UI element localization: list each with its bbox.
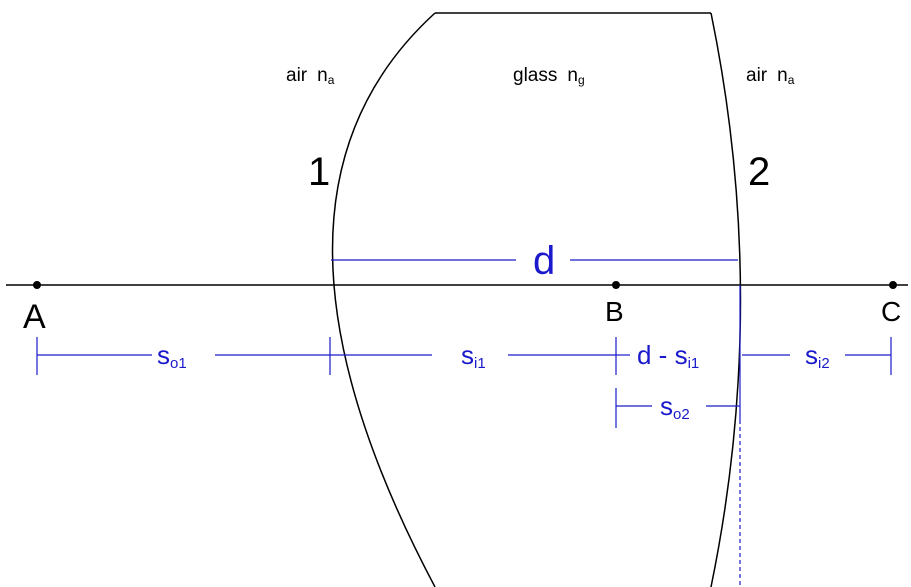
thickness-label: d (533, 239, 555, 283)
d-minus-si1-label: d - si1 (637, 340, 699, 372)
surface-1-label: 1 (308, 150, 330, 194)
si1-label: si1 (461, 340, 486, 372)
so1-label: so1 (157, 340, 187, 372)
point-c-label: C (881, 296, 901, 327)
lens-surface-2 (710, 12, 742, 587)
point-b-label: B (605, 296, 624, 327)
so2-label: so2 (660, 391, 690, 423)
point-a-dot (33, 281, 41, 289)
point-b-dot (612, 281, 620, 289)
si2-label: si2 (805, 340, 830, 372)
surface-2-label: 2 (748, 150, 770, 194)
lens-surface-1 (331, 12, 436, 587)
point-c-dot (889, 281, 897, 289)
point-a-label: A (23, 298, 46, 336)
